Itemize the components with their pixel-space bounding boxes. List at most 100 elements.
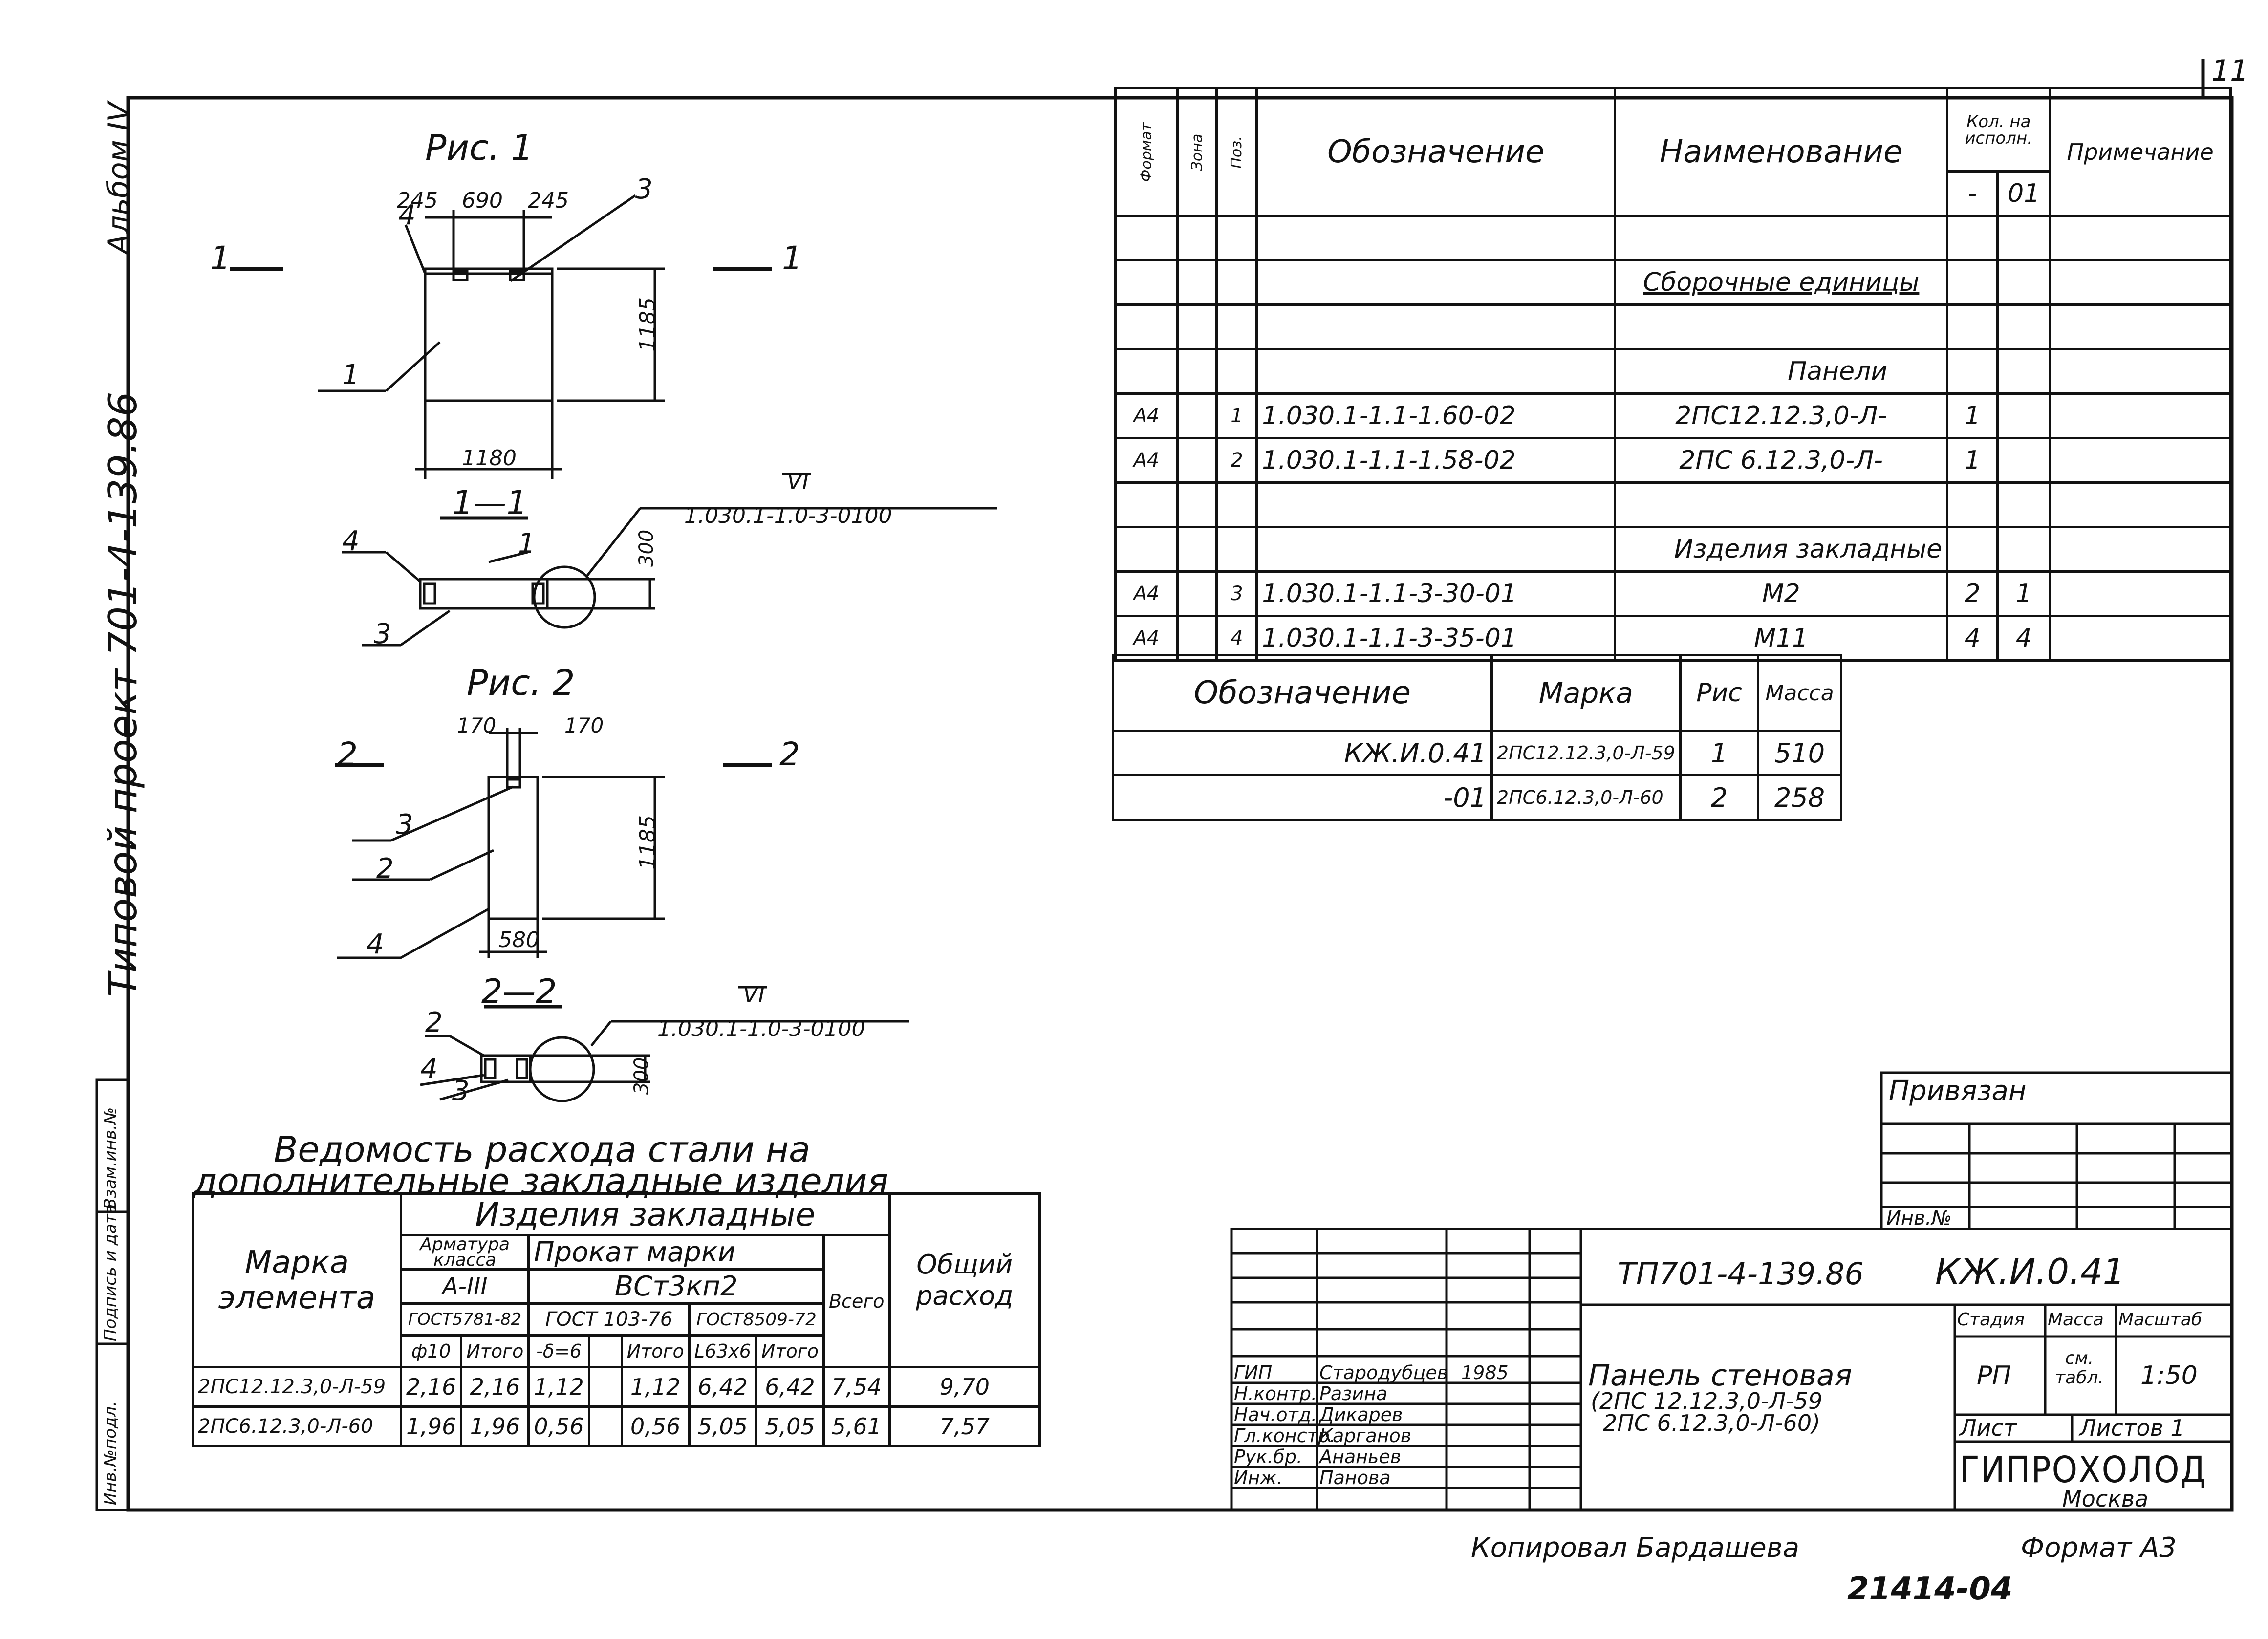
spec-header-name: Наименование <box>1614 87 1949 217</box>
fig2-sec-callout-3: 3 <box>452 1075 470 1107</box>
mark-row-1-mark: 2ПС12.12.3,0-Л-59 <box>1490 730 1682 776</box>
spec-cell-designation <box>1255 526 1617 573</box>
steel-cell-value <box>587 1405 623 1447</box>
fig1-section-title: 1—1 <box>452 484 528 522</box>
spec-cell-zone <box>1176 437 1218 484</box>
spec-cell-name: Изделия закладные <box>1614 526 1949 573</box>
fig2-callout-2: 2 <box>376 853 394 884</box>
fig2-sec-callout-4: 4 <box>420 1053 438 1085</box>
steel-armature-class: А-III <box>399 1268 530 1305</box>
spec-cell-note <box>2049 615 2232 662</box>
spec-cell-qty-b <box>1996 303 2052 350</box>
spec-cell-zone <box>1176 215 1218 261</box>
spec-row <box>1114 481 2232 528</box>
steel-cell-value: 1,12 <box>620 1366 691 1408</box>
spec-cell-zone <box>1176 348 1218 395</box>
spec-cell-zone <box>1176 303 1218 350</box>
tb-person-role: Н.контр. <box>1234 1383 1318 1404</box>
spec-cell-designation: 1.030.1-1.1-3-35-01 <box>1255 615 1617 662</box>
fig2-sec-callout-2: 2 <box>425 1007 443 1038</box>
steel-title-line-1: Ведомость расхода стали на <box>274 1129 811 1170</box>
tb-person-name: Разина <box>1319 1383 1388 1404</box>
steel-cell-value: 2,16 <box>399 1366 463 1408</box>
spec-cell-qty-b <box>1996 481 2052 528</box>
spec-cell-pos: 1 <box>1215 392 1258 439</box>
steel-group: Изделия закладные <box>399 1192 891 1236</box>
spec-cell-pos <box>1215 481 1258 528</box>
spec-cell-name: Панели <box>1614 348 1949 395</box>
tb-code: ТП701-4-139.86 <box>1618 1256 1864 1292</box>
spec-cell-format <box>1114 481 1179 528</box>
tb-mass-h: Масса <box>2048 1310 2104 1330</box>
mark-row-2-mark: 2ПС6.12.3,0-Л-60 <box>1490 774 1682 821</box>
fig1-sec-callout-3: 3 <box>374 618 391 650</box>
steel-total: Всего <box>822 1234 891 1368</box>
spec-cell-qty-a: 4 <box>1946 615 1999 662</box>
steel-cell-value: 1,96 <box>460 1405 530 1447</box>
fig1-dim-a: 245 <box>397 188 438 213</box>
tb-sheet: Лист <box>1960 1415 2017 1441</box>
fig1-node-doc: 1.030.1-1.0-3-0100 <box>684 503 892 528</box>
spec-cell-note <box>2049 392 2232 439</box>
steel-cell-value: 0,56 <box>527 1405 590 1447</box>
fig2-node-ref: VI <box>743 981 765 1008</box>
spec-cell-name <box>1614 215 1949 261</box>
steel-sub-4: Итого <box>620 1334 691 1368</box>
spec-cell-qty-a <box>1946 481 1999 528</box>
steel-table: Марка элемента Изделия закладные Общий р… <box>192 1192 1041 1447</box>
mark-row-1-designation: КЖ.И.0.41 <box>1112 730 1493 776</box>
mark-row-2-mass: 258 <box>1757 774 1842 821</box>
tb-person-date: 1985 <box>1461 1362 1509 1383</box>
spec-cell-qty-b <box>1996 392 2052 439</box>
fig2-section-mark-left: 2 <box>337 735 358 773</box>
spec-cell-note <box>2049 570 2232 617</box>
steel-gost-2: ГОСТ 103-76 <box>527 1302 691 1337</box>
steel-sub-6: Итого <box>755 1334 825 1368</box>
spec-cell-note <box>2049 348 2232 395</box>
spec-cell-qty-b <box>1996 215 2052 261</box>
tb-city: Москва <box>2062 1486 2149 1512</box>
fig1-dim-c: 245 <box>528 188 569 213</box>
spec-row: Изделия закладные <box>1114 526 2232 573</box>
fig1-dim-width: 1180 <box>462 446 517 471</box>
fig2-callout-3: 3 <box>396 809 413 841</box>
steel-cell-value: 9,70 <box>888 1366 1041 1408</box>
spec-row: Панели <box>1114 348 2232 395</box>
spec-cell-designation: 1.030.1-1.1-1.58-02 <box>1255 437 1617 484</box>
spec-cell-zone <box>1176 392 1218 439</box>
tb-person-name: Панова <box>1319 1467 1391 1488</box>
tb-bound: Привязан <box>1889 1075 2027 1107</box>
spec-cell-name <box>1614 481 1949 528</box>
spec-cell-qty-a: 1 <box>1946 437 1999 484</box>
steel-sub-5: L63х6 <box>688 1334 757 1368</box>
mark-row-2-fig: 2 <box>1679 774 1760 821</box>
spec-cell-name: М2 <box>1614 570 1949 617</box>
spec-header-designation: Обозначение <box>1255 87 1617 217</box>
spec-cell-note <box>2049 215 2232 261</box>
steel-cell-value: 6,42 <box>688 1366 757 1408</box>
spec-cell-pos: 3 <box>1215 570 1258 617</box>
spec-cell-name: Сборочные единицы <box>1614 259 1949 306</box>
steel-gost-3: ГОСТ8509-72 <box>688 1302 825 1337</box>
fig1-section-mark-right: 1 <box>782 239 802 277</box>
steel-cell-value: 5,05 <box>688 1405 757 1447</box>
steel-gost-1: ГОСТ5781-82 <box>399 1302 530 1337</box>
fig2-section-title: 2—2 <box>481 972 557 1011</box>
steel-cell-value <box>587 1366 623 1408</box>
tb-scale: 1:50 <box>2140 1361 2198 1390</box>
spec-cell-qty-a <box>1946 215 1999 261</box>
spec-row: Сборочные единицы <box>1114 259 2232 306</box>
steel-sub-0: ф10 <box>399 1334 463 1368</box>
tb-stage: РП <box>1977 1361 2011 1390</box>
fig1-sec-callout-1: 1 <box>518 528 536 560</box>
fig2-callout-4: 4 <box>367 928 384 960</box>
spec-cell-pos <box>1215 526 1258 573</box>
steel-sub-3 <box>587 1334 623 1368</box>
steel-cell-value: 7,54 <box>822 1366 891 1408</box>
tb-scale-h: Масштаб <box>2118 1310 2203 1330</box>
spec-row <box>1114 215 2232 261</box>
fig2-section-mark-right: 2 <box>779 735 800 773</box>
